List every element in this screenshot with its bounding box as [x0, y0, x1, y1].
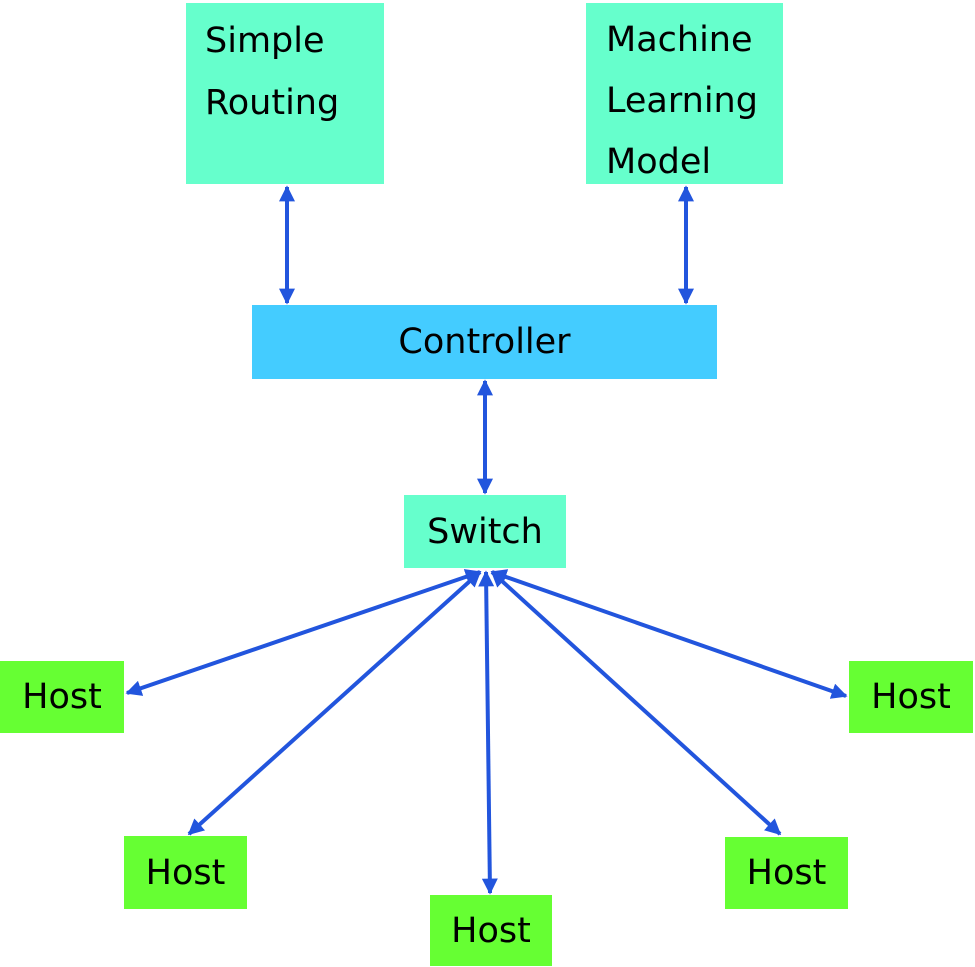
ml-model-label-line-3: Model: [606, 142, 712, 182]
simple-routing-label-line-1: Simple: [205, 21, 325, 61]
host-label: Host: [451, 910, 531, 951]
ml-model-label-line-2: Learning: [606, 81, 758, 121]
host-label: Host: [22, 677, 102, 717]
controller-node: Controller: [252, 305, 717, 379]
host-label: Host: [145, 852, 226, 893]
machine-learning-model-module: Machine Learning Model: [586, 3, 783, 184]
host-label: Host: [746, 853, 827, 893]
host-label: Host: [871, 677, 951, 717]
host-node: Host: [849, 661, 973, 733]
controller-label: Controller: [398, 322, 571, 362]
host-node: Host: [124, 836, 247, 909]
host-node: Host: [725, 837, 848, 909]
edge-switch-host-1: [125, 569, 482, 696]
edge-switch-host-4: [490, 570, 782, 836]
simple-routing-label-line-2: Routing: [205, 83, 340, 123]
edge-switch-host-2: [187, 570, 482, 836]
switch-node: Switch: [404, 495, 566, 568]
host-node: Host: [430, 895, 552, 966]
edge-switch-host-5: [490, 569, 848, 699]
host-node: Host: [0, 661, 124, 733]
ml-model-label-line-1: Machine: [606, 20, 753, 60]
edge-switch-host-3: [478, 570, 498, 895]
simple-routing-module: Simple Routing: [186, 3, 384, 184]
switch-label: Switch: [427, 511, 543, 552]
